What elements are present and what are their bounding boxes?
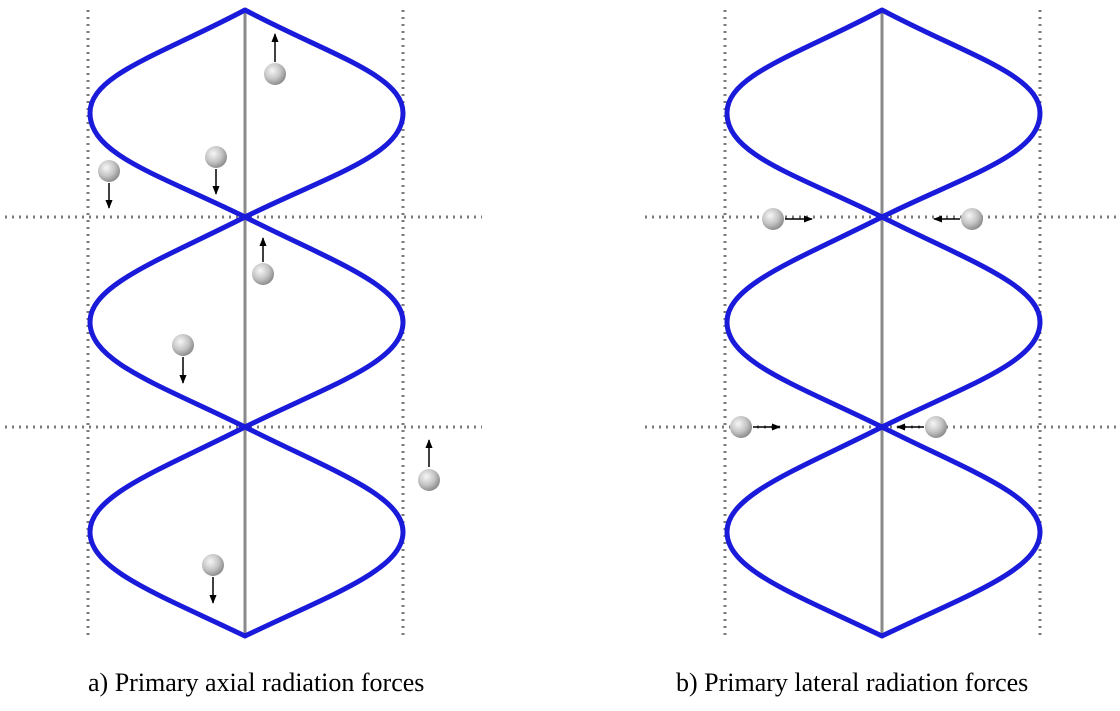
particle [933,208,983,230]
panel-b [645,7,1118,639]
particle-ball [961,208,983,230]
particle-ball [252,263,274,285]
particle-ball [264,63,286,85]
particle [252,237,274,285]
caption-lateral: b) Primary lateral radiation forces [676,668,1029,697]
particle-ball [205,146,227,168]
particle [762,208,813,230]
particle [172,334,194,384]
particle-ball [172,334,194,356]
particle [205,146,227,195]
particle-ball [762,208,784,230]
particles [730,208,983,438]
particle [98,160,120,209]
particle [418,439,440,491]
particle-ball [925,416,947,438]
panel-a [5,7,482,639]
wave-lobe-lower [724,424,1043,639]
standing-wave [87,7,406,639]
particles [98,33,440,604]
particle [202,554,224,604]
grid-lines [645,10,1118,636]
particle-ball [418,469,440,491]
particle-ball [730,416,752,438]
particle [896,416,947,438]
particle [730,416,781,438]
standing-wave [724,7,1043,639]
particle-ball [98,160,120,182]
particle-ball [202,554,224,576]
wave-lobe-lower [87,424,406,639]
caption-axial: a) Primary axial radiation forces [88,668,425,697]
particle [264,33,286,85]
